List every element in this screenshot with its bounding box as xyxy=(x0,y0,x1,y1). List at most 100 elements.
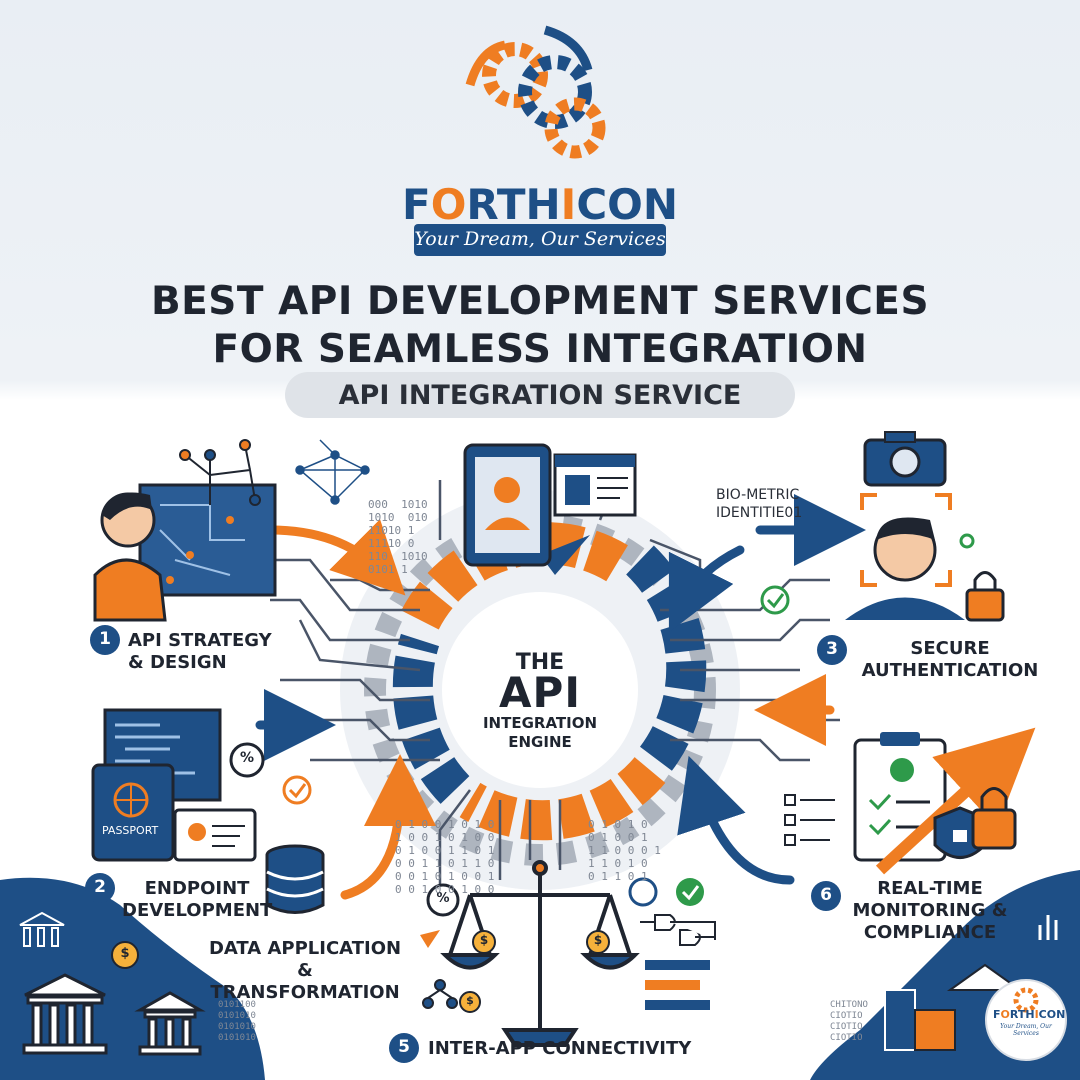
face-scan-icon xyxy=(845,493,965,620)
network-tree-icon xyxy=(179,439,261,506)
corner-logo-badge xyxy=(985,979,1067,1061)
check-badge-icon xyxy=(760,585,790,615)
check-green-icon xyxy=(676,878,704,906)
progress-bars-icon xyxy=(645,960,710,1010)
step-6-line-1: REAL-TIME xyxy=(877,878,983,899)
headline-line-2: FOR SEAMLESS INTEGRATION xyxy=(212,327,868,372)
city-buildings-icon xyxy=(884,963,1024,1051)
corner-brand-o: O xyxy=(1000,1008,1010,1021)
corner-brand-f: F xyxy=(993,1008,1001,1021)
coin-bottom-icon xyxy=(459,991,481,1013)
coin-left-icon xyxy=(472,930,496,954)
corner-logo-wordmark: FORTHICON xyxy=(993,1008,1065,1021)
step-3-line-2: AUTHENTICATION xyxy=(861,660,1039,681)
integration-engine-gears-icon xyxy=(340,490,740,890)
step-2-line-1: ENDPOINT xyxy=(144,878,250,899)
coin-right-icon xyxy=(586,930,610,954)
percent-badge-icon xyxy=(229,742,265,778)
flow-arrows xyxy=(255,494,866,900)
step-3-label: SECURE AUTHENTICATION xyxy=(850,638,1050,682)
step-4-line-2: & TRANSFORMATION xyxy=(210,960,400,1003)
step-5-number: 5 xyxy=(398,1037,410,1057)
camera-icon xyxy=(863,431,947,487)
hierarchy-icon xyxy=(422,979,458,1009)
step-3-number: 3 xyxy=(826,639,838,659)
bank-mini-icon xyxy=(19,911,65,947)
brand-wordmark: FORTHICON xyxy=(390,180,690,229)
step-6-line-3: COMPLIANCE xyxy=(863,922,997,943)
bank-building-icon xyxy=(22,973,108,1055)
binary-block-bottom-right: 0 1 0 1 0 0 1 0 0 1 1 1 0 0 0 1 1 1 0 1 … xyxy=(588,818,661,883)
subtitle-text: API INTEGRATION SERVICE xyxy=(338,380,742,411)
balance-scale-icon xyxy=(440,860,640,1047)
check-orange-icon xyxy=(282,775,312,805)
step-4-line-1: DATA APPLICATION xyxy=(208,938,402,959)
binary-block-bottom-center: 0 1 0 0 1 0 1 0 1 0 0 1 0 1 0 0 0 1 0 0 … xyxy=(395,818,495,896)
biometric-label: BIO-METRIC IDENTITIE01 xyxy=(716,486,802,522)
browser-window-icon xyxy=(553,453,637,517)
corner-logo-tagline: Your Dream, Our Services xyxy=(1000,1023,1052,1037)
brand-i: I xyxy=(560,180,577,229)
check-dark-icon xyxy=(628,877,658,907)
passport-icon xyxy=(91,763,175,862)
page-headline: BEST API DEVELOPMENT SERVICES FOR SEAMLE… xyxy=(40,278,1040,374)
percent-label: % xyxy=(239,750,255,766)
step-5-line-1: INTER-APP CONNECTIVITY xyxy=(428,1038,692,1059)
padlock-icon xyxy=(965,571,1005,622)
brand-con: CON xyxy=(576,180,678,229)
logo-gears-icon xyxy=(465,25,606,159)
engine-api: API xyxy=(499,668,581,717)
bank-building-small-icon xyxy=(134,991,206,1056)
corner-brand-i: I xyxy=(1034,1008,1039,1021)
pointer-arrow-icon xyxy=(420,930,440,948)
step-6-number: 6 xyxy=(820,885,832,905)
designer-person-icon xyxy=(93,492,167,622)
brand-tagline: Your Dream, Our Services xyxy=(414,228,666,250)
passport-label: PASSPORT xyxy=(102,824,159,837)
coin-right-label: $ xyxy=(593,933,603,947)
neural-network-icon xyxy=(295,439,370,505)
step-1-line-1: API STRATEGY xyxy=(128,630,272,651)
logic-gates-icon xyxy=(640,914,716,946)
number-badges xyxy=(85,625,847,1063)
engine-engine: ENGINE xyxy=(508,733,572,751)
biometric-line-1: BIO-METRIC xyxy=(716,487,800,503)
step-6-line-2: MONITORING & xyxy=(852,900,1008,921)
brand-o: O xyxy=(430,180,467,229)
database-icon xyxy=(265,844,325,914)
subtitle-pill: API INTEGRATION SERVICE xyxy=(285,372,795,418)
corner-brand-con: CON xyxy=(1038,1008,1066,1021)
brand-f: F xyxy=(401,180,431,229)
engine-the: THE xyxy=(515,650,565,675)
padlock-large-icon xyxy=(971,787,1017,850)
step-3-line-1: SECURE xyxy=(910,638,990,659)
step-1-label: API STRATEGY & DESIGN xyxy=(128,630,272,674)
step-5-label: INTER-APP CONNECTIVITY xyxy=(428,1038,691,1060)
step-1-number: 1 xyxy=(99,629,111,649)
coin-icon xyxy=(111,941,139,969)
step-2-label: ENDPOINT DEVELOPMENT xyxy=(122,878,272,922)
id-card-icon xyxy=(173,808,257,862)
corner-brand-rth: RTH xyxy=(1009,1008,1035,1021)
brand-tagline-banner: Your Dream, Our Services xyxy=(414,224,666,256)
binary-block-top-left: 000 1010 1010 010 11010 1 11110 0 110 10… xyxy=(368,498,428,576)
binary-block-bottom-right-2: CHITONO CIOTIO CIOTIO CIOTIO xyxy=(830,1000,868,1043)
step-1-line-2: & DESIGN xyxy=(128,652,227,673)
headline-line-1: BEST API DEVELOPMENT SERVICES xyxy=(150,279,930,324)
step-2-number: 2 xyxy=(94,877,106,897)
brand-rth: RTH xyxy=(466,180,561,229)
status-dot-icon xyxy=(959,533,975,549)
step-4-label: DATA APPLICATION & TRANSFORMATION xyxy=(200,938,410,1004)
corner-logo-gear-icon xyxy=(1013,987,1039,1013)
step-6-label: REAL-TIME MONITORING & COMPLIANCE xyxy=(850,878,1010,944)
bar-chart-mini-icon xyxy=(1038,915,1058,940)
coin-left-label: $ xyxy=(479,933,489,947)
binary-block-bottom-left: 0101100 0101010 0101010 0101010 xyxy=(218,1000,256,1043)
checklist-small-icon xyxy=(784,794,835,846)
clipboard-checklist-icon xyxy=(853,732,947,862)
coin-bottom-label: $ xyxy=(466,994,474,1007)
tablet-profile-icon xyxy=(463,443,552,567)
circuit-lines-bottom xyxy=(438,789,562,900)
